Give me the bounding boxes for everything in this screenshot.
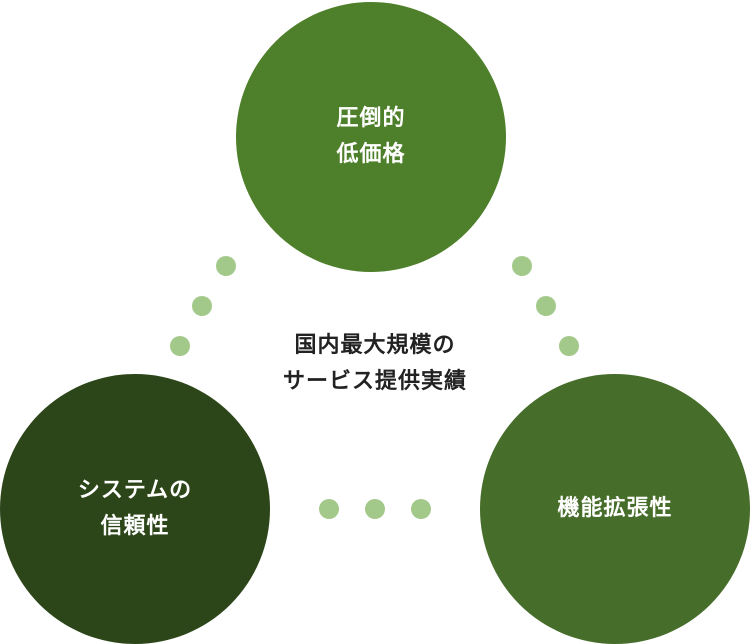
center-caption: 国内最大規模の サービス提供実績 xyxy=(282,333,467,394)
connector-dot xyxy=(411,499,431,519)
connector-dot xyxy=(365,499,385,519)
feature-system-reliability-label: システムの 信頼性 xyxy=(77,478,193,539)
connector-dot xyxy=(536,296,556,316)
connector-dot xyxy=(319,499,339,519)
connector-dot xyxy=(216,256,236,276)
connector-dot xyxy=(192,296,212,316)
feature-circle-low-price: 圧倒的 低価格 xyxy=(236,2,506,272)
feature-circle-extensibility: 機能拡張性 xyxy=(480,374,750,644)
connector-dot xyxy=(559,336,579,356)
feature-circle-system-reliability: システムの 信頼性 xyxy=(0,374,270,644)
feature-low-price-label: 圧倒的 低価格 xyxy=(336,106,406,167)
connector-dot xyxy=(512,256,532,276)
connector-dot xyxy=(170,336,190,356)
feature-extensibility-label: 機能拡張性 xyxy=(557,496,673,521)
